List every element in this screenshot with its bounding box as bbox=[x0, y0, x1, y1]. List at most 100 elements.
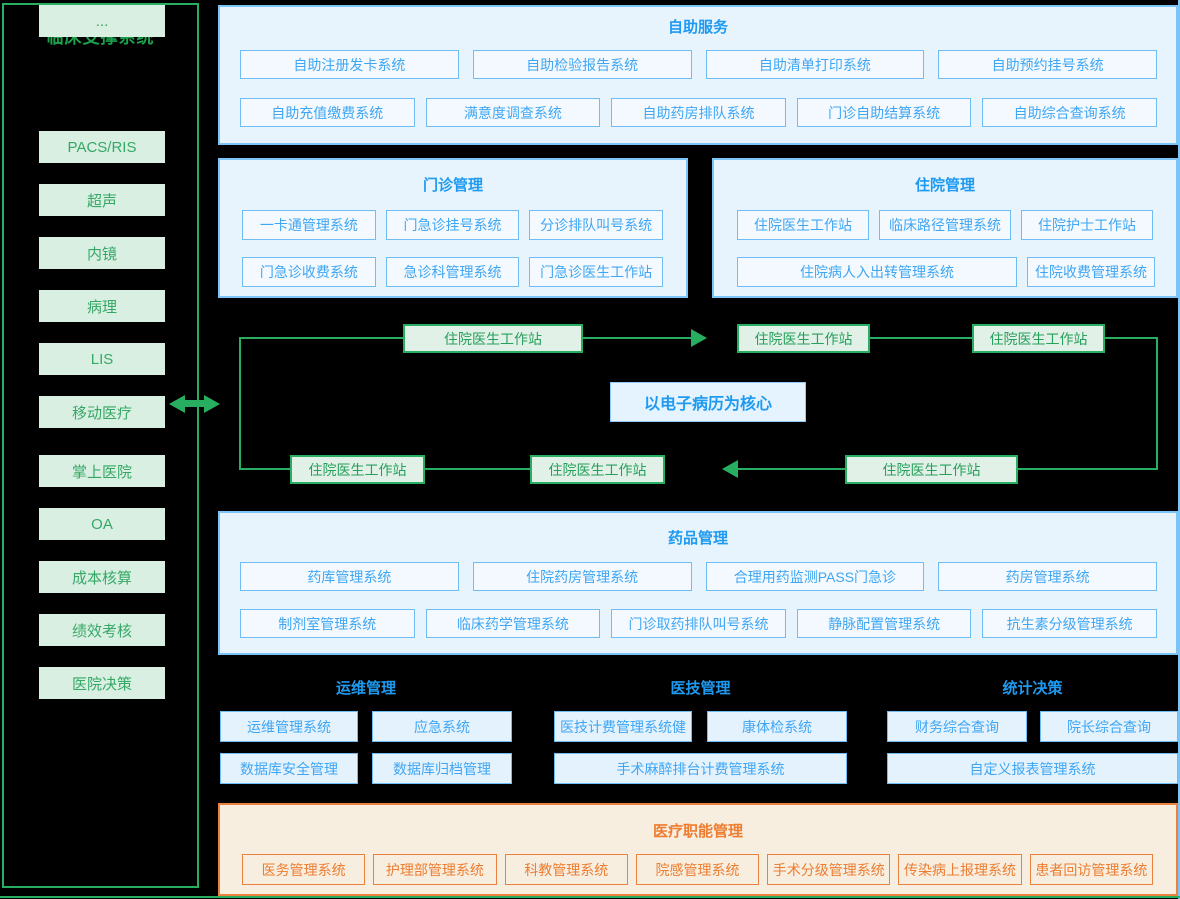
system-box: 运维管理系统 bbox=[220, 711, 358, 742]
sidebar-item-pacs-ris: PACS/RIS bbox=[39, 131, 165, 163]
system-box: 门诊取药排队叫号系统 bbox=[611, 609, 786, 638]
double-arrow-right-head-icon bbox=[204, 395, 220, 413]
system-box: 自助清单打印系统 bbox=[705, 50, 925, 79]
system-box: 患者回访管理系统 bbox=[1029, 854, 1153, 885]
medical-admin-row: 医务管理系统 护理部管理系统 科教管理系统 院感管理系统 手术分级管理系统 传染… bbox=[242, 854, 1153, 885]
system-box: 应急系统 bbox=[372, 711, 512, 742]
system-box: 医务管理系统 bbox=[242, 854, 366, 885]
double-arrow-left-head-icon bbox=[169, 395, 185, 413]
sidebar-item-mobile-medical: 移动医疗 bbox=[39, 396, 165, 428]
sidebar-item-endoscopy: 内镜 bbox=[39, 237, 165, 269]
system-box: 自助综合查询系统 bbox=[982, 98, 1157, 127]
double-arrow-icon bbox=[185, 400, 205, 407]
system-box: 护理部管理系统 bbox=[373, 854, 497, 885]
system-box: 临床路径管理系统 bbox=[879, 210, 1011, 240]
connector-line bbox=[239, 337, 241, 470]
inpatient-row-2: 住院病人入出转管理系统 住院收费管理系统 bbox=[737, 257, 1155, 287]
system-box: 手术分级管理系统 bbox=[767, 854, 891, 885]
connector-line bbox=[870, 337, 972, 339]
inpatient-doctor-workstation-node: 住院医生工作站 bbox=[845, 455, 1018, 484]
sidebar-item-performance: 绩效考核 bbox=[39, 614, 165, 646]
system-box: 门诊自助结算系统 bbox=[796, 98, 972, 127]
pharmacy-section: 药品管理 药库管理系统 住院药房管理系统 合理用药监测PASS门急诊 药房管理系… bbox=[218, 511, 1178, 655]
system-box: 住院药房管理系统 bbox=[472, 562, 692, 591]
inpatient-doctor-workstation-node: 住院医生工作站 bbox=[737, 324, 870, 353]
system-box: 自助充值缴费系统 bbox=[240, 98, 415, 127]
connector-line bbox=[1156, 337, 1158, 470]
arrow-right-icon bbox=[691, 329, 707, 347]
pharmacy-row-2: 制剂室管理系统 临床药学管理系统 门诊取药排队叫号系统 静脉配置管理系统 抗生素… bbox=[240, 609, 1157, 638]
system-box: 制剂室管理系统 bbox=[240, 609, 415, 638]
connector-line bbox=[738, 468, 845, 470]
system-box: 自助药房排队系统 bbox=[611, 98, 786, 127]
system-box: 药库管理系统 bbox=[240, 562, 459, 591]
system-box: 医技计费管理系统健 bbox=[554, 711, 692, 742]
inpatient-doctor-workstation-node: 住院医生工作站 bbox=[403, 324, 583, 353]
sidebar-item-more: ... bbox=[39, 5, 165, 37]
system-box: 急诊科管理系统 bbox=[385, 257, 520, 287]
arrow-left-icon bbox=[722, 460, 738, 478]
sidebar-item-lis: LIS bbox=[39, 343, 165, 375]
system-box: 静脉配置管理系统 bbox=[796, 609, 972, 638]
outpatient-row-2: 门急诊收费系统 急诊科管理系统 门急诊医生工作站 bbox=[242, 257, 664, 287]
system-box: 康体检系统 bbox=[707, 711, 847, 742]
sidebar-item-cost-accounting: 成本核算 bbox=[39, 561, 165, 593]
sidebar-item-ultrasound: 超声 bbox=[39, 184, 165, 216]
section-title: 医疗职能管理 bbox=[652, 823, 743, 840]
connector-line bbox=[425, 468, 530, 470]
section-title: 药品管理 bbox=[667, 530, 728, 547]
canvas-bottom-border bbox=[0, 896, 1180, 898]
self-service-section: 自助服务 自助注册发卡系统 自助检验报告系统 自助清单打印系统 自助预约挂号系统… bbox=[218, 5, 1178, 145]
medtech-group-title: 医技管理 bbox=[670, 680, 731, 697]
system-box: 临床药学管理系统 bbox=[425, 609, 601, 638]
connector-line bbox=[1105, 337, 1158, 339]
system-box: 抗生素分级管理系统 bbox=[982, 609, 1157, 638]
system-box: 门急诊医生工作站 bbox=[529, 257, 664, 287]
connector-line bbox=[239, 468, 290, 470]
inpatient-doctor-workstation-node: 住院医生工作站 bbox=[530, 455, 665, 484]
inpatient-doctor-workstation-node: 住院医生工作站 bbox=[972, 324, 1105, 353]
system-box: 科教管理系统 bbox=[504, 854, 628, 885]
connector-line bbox=[583, 337, 691, 339]
sidebar-item-pathology: 病理 bbox=[39, 290, 165, 322]
system-box: 数据库安全管理 bbox=[220, 753, 358, 784]
system-box: 传染病上报理系统 bbox=[898, 854, 1022, 885]
system-box: 院感管理系统 bbox=[635, 854, 760, 885]
ops-group-title: 运维管理 bbox=[335, 680, 396, 697]
system-box: 自助检验报告系统 bbox=[472, 50, 692, 79]
system-box: 满意度调查系统 bbox=[425, 98, 601, 127]
system-box: 住院病人入出转管理系统 bbox=[737, 257, 1017, 287]
system-box: 门急诊挂号系统 bbox=[385, 210, 520, 240]
canvas-right-border bbox=[1178, 0, 1180, 899]
emr-core-node: 以电子病历为核心 bbox=[610, 382, 806, 422]
connector-line bbox=[1018, 468, 1158, 470]
outpatient-row-1: 一卡通管理系统 门急诊挂号系统 分诊排队叫号系统 bbox=[242, 210, 664, 240]
sidebar-item-palm-hospital: 掌上医院 bbox=[39, 455, 165, 487]
system-box: 药房管理系统 bbox=[938, 562, 1157, 591]
sidebar-item-oa: OA bbox=[39, 508, 165, 540]
system-box: 合理用药监测PASS门急诊 bbox=[705, 562, 925, 591]
system-box: 自助注册发卡系统 bbox=[240, 50, 459, 79]
system-box: 分诊排队叫号系统 bbox=[529, 210, 664, 240]
medical-admin-section: 医疗职能管理 医务管理系统 护理部管理系统 科教管理系统 院感管理系统 手术分级… bbox=[218, 803, 1178, 896]
inpatient-row-1: 住院医生工作站 临床路径管理系统 住院护士工作站 bbox=[737, 210, 1153, 240]
stats-group-title: 统计决策 bbox=[1002, 680, 1063, 697]
system-box: 住院收费管理系统 bbox=[1027, 257, 1155, 287]
system-box: 自定义报表管理系统 bbox=[887, 753, 1178, 784]
pharmacy-row-1: 药库管理系统 住院药房管理系统 合理用药监测PASS门急诊 药房管理系统 bbox=[240, 562, 1157, 591]
sidebar-item-hospital-decision: 医院决策 bbox=[39, 667, 165, 699]
connector-line bbox=[239, 337, 403, 339]
section-title: 门诊管理 bbox=[422, 177, 483, 194]
system-box: 自助预约挂号系统 bbox=[938, 50, 1157, 79]
system-box: 一卡通管理系统 bbox=[242, 210, 376, 240]
system-box: 门急诊收费系统 bbox=[242, 257, 376, 287]
outpatient-section: 门诊管理 一卡通管理系统 门急诊挂号系统 分诊排队叫号系统 门急诊收费系统 急诊… bbox=[218, 158, 688, 298]
system-box: 手术麻醉排台计费管理系统 bbox=[554, 753, 847, 784]
clinical-support-panel: 临床支撑系统 PACS/RIS 超声 内镜 病理 LIS 移动医疗 掌上医院 O… bbox=[2, 3, 199, 888]
self-service-row-2: 自助充值缴费系统 满意度调查系统 自助药房排队系统 门诊自助结算系统 自助综合查… bbox=[240, 98, 1157, 127]
inpatient-doctor-workstation-node: 住院医生工作站 bbox=[290, 455, 425, 484]
system-box: 财务综合查询 bbox=[887, 711, 1027, 742]
system-box: 住院护士工作站 bbox=[1021, 210, 1153, 240]
self-service-row-1: 自助注册发卡系统 自助检验报告系统 自助清单打印系统 自助预约挂号系统 bbox=[240, 50, 1157, 79]
inpatient-section: 住院管理 住院医生工作站 临床路径管理系统 住院护士工作站 住院病人入出转管理系… bbox=[712, 158, 1178, 298]
